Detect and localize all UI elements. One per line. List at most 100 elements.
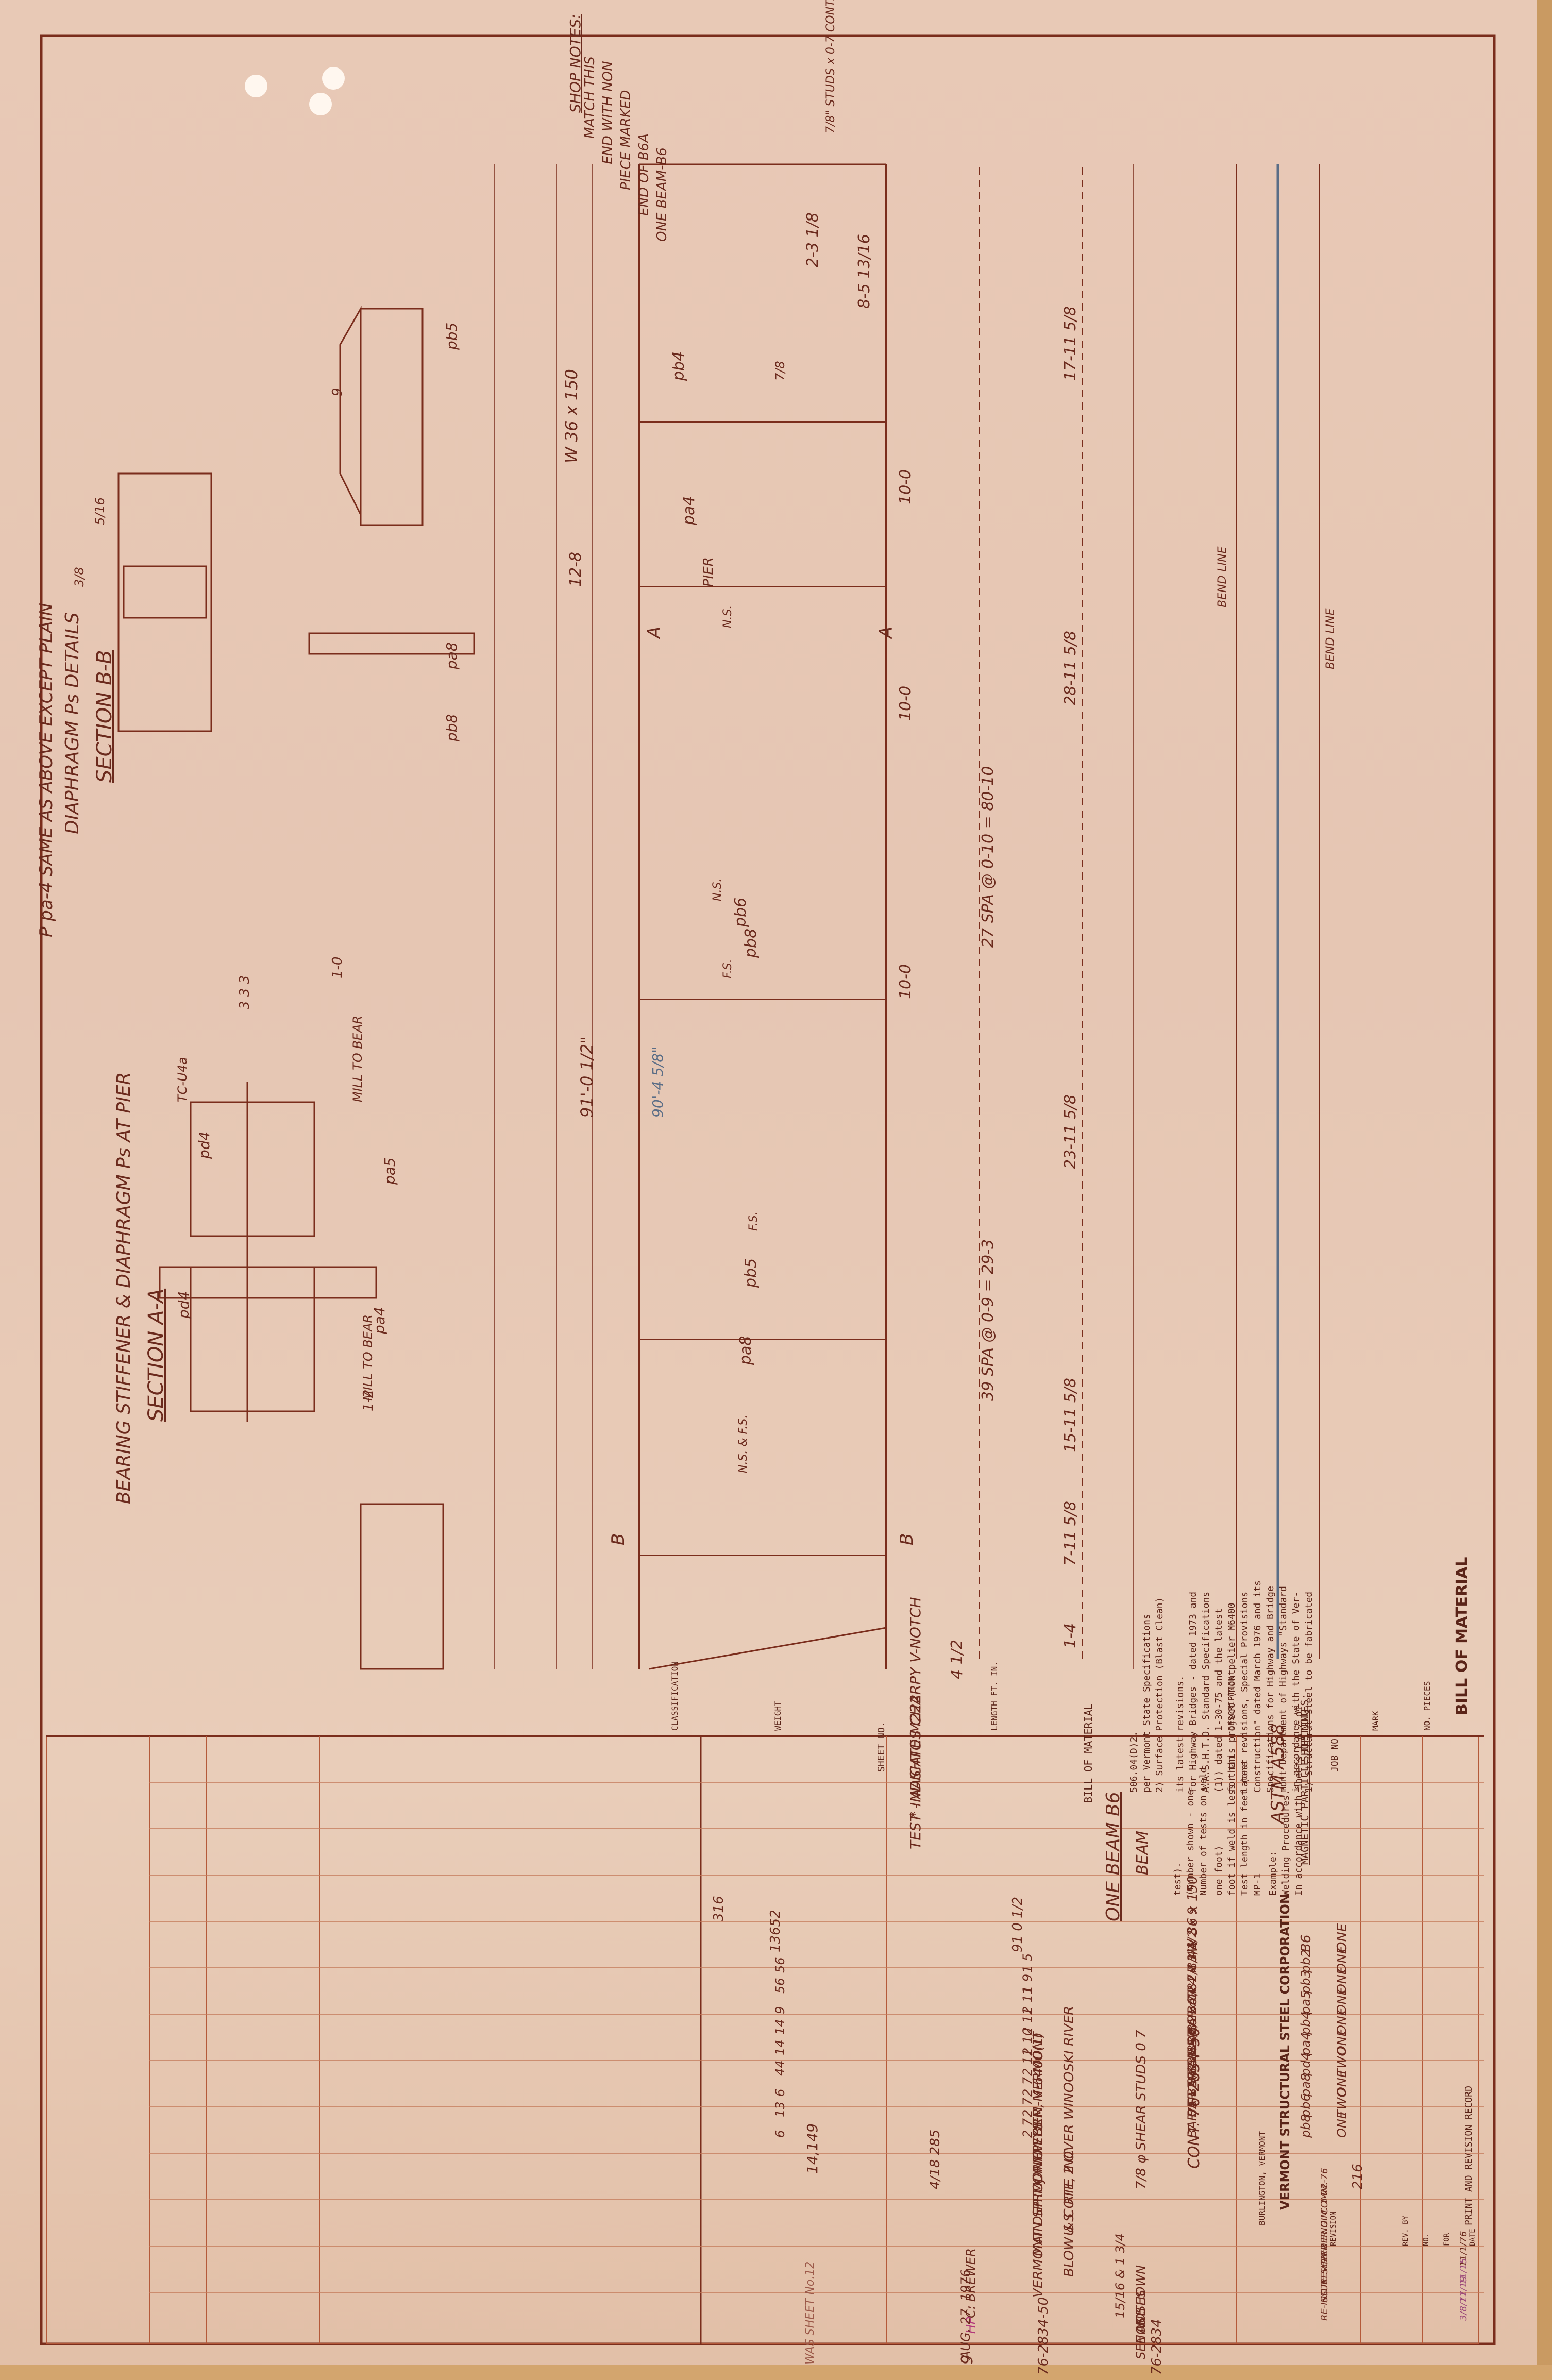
sheet-no-label: SHEET NO.	[876, 1721, 887, 1772]
stiffener-mark: pa4	[680, 496, 698, 525]
dimension: 2-3 1/8	[804, 212, 822, 267]
section-cut-a: A	[644, 626, 665, 638]
bill-col-length: LENGTH FT. IN.	[989, 1661, 999, 1731]
bill-row-wt: 13652	[768, 1910, 783, 1952]
bill-row-wt: 56	[773, 1957, 787, 1973]
section-cut-b: B	[897, 1533, 917, 1545]
fs-label: F.S.	[721, 959, 734, 978]
revision-note: RE-ISSUE	[1319, 2278, 1330, 2321]
section-b-b-detail	[117, 306, 475, 732]
dimension: 8-5 13/16	[855, 234, 873, 309]
revision-date: 3/8/77	[1458, 2291, 1469, 2321]
section-a-a-subtitle: BEARING STIFFENER & DIAPHRAGM Ps AT PIER	[113, 1072, 134, 1504]
rev-col-for: FOR	[1443, 2233, 1451, 2246]
bill-col-weight: WEIGHT	[773, 1701, 783, 1731]
dimension: 10-0	[897, 685, 915, 721]
chord-length: 90'-4 5/8"	[649, 1046, 666, 1118]
shop-note-line: PIECE MARKED	[618, 90, 634, 190]
dimension: 10-0	[897, 964, 915, 999]
bill-row-wt: 9	[773, 2006, 787, 2014]
company-name: VERMONT STRUCTURAL STEEL CORPORATION	[1278, 1894, 1292, 2210]
bill-col-mark: MARK	[1371, 1711, 1380, 1731]
bill-row-len: 1 5	[1020, 1953, 1035, 1973]
right-total-1: 316	[711, 1896, 727, 1921]
stiffener-mark: pb5	[742, 1258, 760, 1288]
holes: 15/16 & 1 3/4	[1113, 2233, 1127, 2318]
stiffener-mark: pb4	[670, 351, 688, 381]
mpt-line: MP-1	[1252, 1873, 1263, 1896]
shop-note-line: MATCH THIS	[582, 56, 598, 139]
weld-symbol: 7/8	[773, 361, 787, 381]
rev-col-date: DATE	[1469, 2229, 1477, 2246]
punch-hole	[322, 67, 345, 90]
bottom-dim: 1-4	[1061, 1623, 1079, 1648]
bend-line-label: BEND LINE	[1324, 608, 1337, 670]
shop-note-line: END OF B6A	[636, 133, 652, 216]
shop-note-line: END WITH NON	[600, 61, 616, 164]
sheet-border	[40, 34, 1496, 2345]
bill-row-wt: 6	[773, 2088, 787, 2097]
detail-mark: pd4	[196, 1131, 213, 1159]
mpt-line: (number shown - one	[1185, 1790, 1196, 1896]
sheet-reference: 76-2834-50	[1036, 2297, 1051, 2375]
pier-label: PIER	[701, 557, 716, 587]
bill-of-material-sub: BILL OF MATERIAL	[1082, 1703, 1094, 1803]
bill-grid	[46, 1735, 1484, 2344]
bill-row-wt: 44	[773, 2060, 787, 2076]
test-spec: TEST - AASHTO M222	[907, 1694, 924, 1849]
typed-note-line: (1)) dated 1-30-75 and the latest	[1213, 1608, 1224, 1793]
shop-note-line: ONE BEAM-B6	[654, 147, 670, 242]
weld-symbol: TC-U4a	[175, 1057, 190, 1102]
rev-col-revision: REVISION	[1329, 2211, 1338, 2246]
bill-row-qty: ONE	[1335, 2111, 1349, 2138]
customer: BLOW & COTE, INC.	[1061, 2145, 1077, 2277]
stud-qty: 216	[1350, 2164, 1365, 2189]
typed-note-line: its latest revisions.	[1175, 1675, 1186, 1793]
bill-col-classification: CLASSIFICATION	[670, 1661, 680, 1731]
shop-note-line: SHOP NOTES:	[567, 14, 584, 113]
section-b-b-title: SECTION B-B	[93, 650, 116, 783]
typed-note-line: for Highway Bridges - dated 1973 and	[1188, 1591, 1199, 1793]
bill-row-wt: 14	[773, 2019, 787, 2035]
cont-note: CONT. 76-2834-50	[1185, 2027, 1203, 2169]
bottom-dim: 7-11 5/8	[1061, 1501, 1079, 1566]
typed-note-line: Construction" dated March 1976 and its	[1252, 1580, 1263, 1793]
girder-elevation	[638, 163, 887, 1670]
sheet-number: 9	[958, 2354, 976, 2365]
paper-edge-bottom	[0, 2365, 1552, 2380]
weld-symbol: 3/8	[72, 567, 87, 587]
bill-row-wt: 56	[773, 1978, 787, 1994]
bill-group-sub: BEAM	[1134, 1831, 1152, 1875]
ns-label: N.S.	[711, 878, 724, 901]
bill-group-heading: ONE BEAM B6	[1103, 1792, 1124, 1921]
paper-edge-right	[1537, 0, 1552, 2380]
dimension: 4 1/2	[948, 1640, 966, 1679]
bill-col-pieces: NO. PIECES	[1422, 1681, 1432, 1731]
bottom-dim: 28-11 5/8	[1061, 631, 1079, 705]
bill-title: BILL OF MATERIAL	[1453, 1557, 1471, 1715]
bill-row-wt: 6	[773, 2130, 787, 2138]
stud-desc: 7/8 φ SHEAR STUDS 0 7	[1134, 2030, 1149, 2189]
stud-note: 7/8" STUDS x 0-7 CONT. 76-2834-50	[824, 0, 837, 133]
typed-note-line: mont Department of Highways "Standard	[1278, 1586, 1289, 1793]
bill-row-wt: 13	[773, 2101, 787, 2117]
detail-dim: 1-2	[361, 1389, 376, 1411]
mpt-line: Welding Procedures.	[1280, 1790, 1291, 1896]
right-total-2: 4/18 285	[927, 2129, 943, 2189]
was-sheet-note: WAS SHEET No.12	[804, 2261, 817, 2365]
mpt-line: Number of tests on weld	[1198, 1767, 1209, 1896]
ns-label: N.S.	[721, 605, 734, 628]
typed-note-line: 2) Surface Protection (Blast Clean)	[1154, 1597, 1165, 1793]
stiffener-mark: pb8	[742, 928, 760, 958]
rev-col-by: REV. BY	[1402, 2215, 1410, 2246]
stiffener-mark: pa8	[737, 1336, 755, 1365]
typed-note-line: 506.04(D)2.	[1128, 1731, 1139, 1793]
bottom-dim: 17-11 5/8	[1061, 306, 1079, 381]
section-b-b-subtitle: DIAPHRAGM Ps DETAILS	[62, 612, 83, 834]
detail-dim: 9	[330, 387, 345, 396]
detail-mark: pa5	[381, 1157, 398, 1185]
mpt-line: test).	[1172, 1862, 1183, 1896]
typed-note-line: per Vermont State Specifications	[1141, 1614, 1152, 1793]
detail-mark: pb8	[443, 714, 460, 741]
